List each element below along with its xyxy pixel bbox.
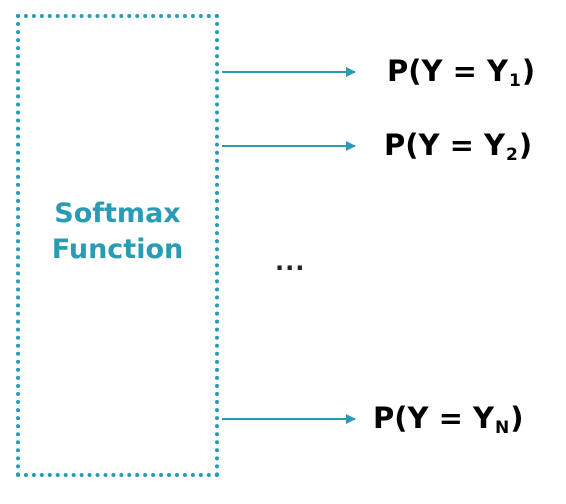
output-1-prefix: P(Y = Y xyxy=(387,54,508,88)
softmax-label-line2: Function xyxy=(51,234,184,265)
output-label-1: P(Y = Y1) xyxy=(387,53,535,94)
softmax-box xyxy=(16,14,219,477)
output-label-n: P(Y = YN) xyxy=(373,400,524,441)
output-2-prefix: P(Y = Y xyxy=(384,128,505,162)
output-n-suffix: ) xyxy=(510,401,524,435)
ellipsis: ... xyxy=(275,248,306,276)
output-n-subscript: N xyxy=(495,418,510,438)
softmax-label: Softmax Function xyxy=(16,196,219,268)
softmax-label-line1: Softmax xyxy=(54,198,181,229)
output-label-2: P(Y = Y2) xyxy=(384,127,532,168)
output-2-suffix: ) xyxy=(518,128,533,162)
output-2-subscript: 2 xyxy=(506,145,518,165)
output-n-prefix: P(Y = Y xyxy=(373,401,494,435)
output-1-suffix: ) xyxy=(521,54,536,88)
output-1-subscript: 1 xyxy=(509,71,521,91)
